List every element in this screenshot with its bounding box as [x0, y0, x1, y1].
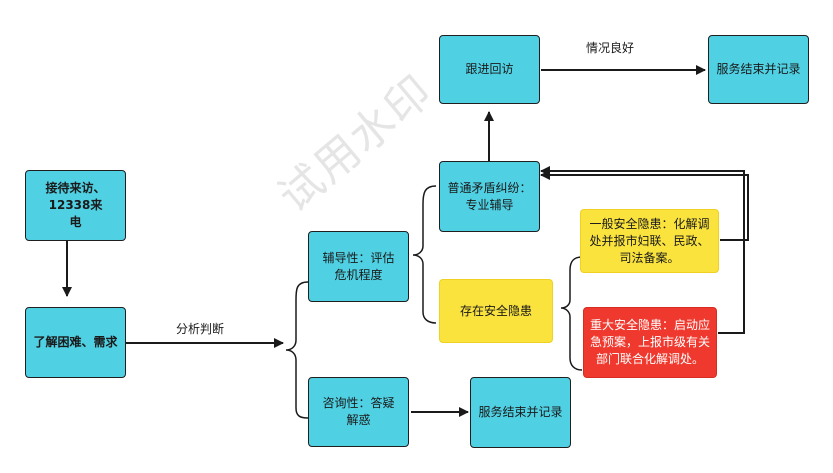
node-end-top-label: 服务结束并记录 — [716, 62, 801, 76]
node-understand-label: 了解困难、需求 — [33, 335, 118, 349]
node-end-bottom-label: 服务结束并记录 — [478, 405, 563, 419]
node-risk: 存在安全隐患 — [439, 279, 553, 343]
node-ordinary: 普通矛盾纠纷：专业辅导 — [439, 161, 540, 232]
edge-general-ordinary — [540, 170, 749, 241]
brace-analyze — [285, 281, 309, 419]
node-major-risk: 重大安全隐患：启动应急预案，上报市级有关部门联合化解调处。 — [583, 307, 717, 378]
node-follow-up: 跟进回访 — [439, 35, 540, 104]
node-consult: 咨询性：答疑解惑 — [308, 377, 409, 447]
node-guidance-label: 辅导性：评估危机程度 — [322, 250, 395, 282]
node-reception-label: 接待来访、12338来电 — [45, 181, 106, 229]
node-end-top: 服务结束并记录 — [708, 35, 809, 104]
brace-risk — [560, 256, 583, 371]
node-major-risk-label: 重大安全隐患：启动应急预案，上报市级有关部门联合化解调处。 — [590, 318, 711, 366]
edge-label-good: 情况良好 — [586, 41, 635, 55]
node-end-bottom: 服务结束并记录 — [470, 377, 571, 448]
node-general-risk: 一般安全隐患：化解调处并报市妇联、民政、司法备案。 — [580, 209, 719, 273]
node-understand: 了解困难、需求 — [25, 307, 126, 378]
node-risk-label: 存在安全隐患 — [459, 303, 532, 318]
node-consult-label: 咨询性：答疑解惑 — [322, 396, 395, 427]
node-general-risk-label: 一般安全隐患：化解调处并报市妇联、民政、司法备案。 — [589, 216, 710, 265]
node-follow-up-label: 跟进回访 — [465, 62, 514, 76]
edge-major-ordinary — [540, 166, 745, 334]
node-guidance: 辅导性：评估危机程度 — [308, 231, 409, 302]
node-ordinary-label: 普通矛盾纠纷：专业辅导 — [447, 180, 532, 212]
edge-label-analyze: 分析判断 — [176, 322, 225, 336]
node-reception: 接待来访、12338来电 — [25, 170, 126, 241]
brace-guidance — [412, 185, 437, 324]
